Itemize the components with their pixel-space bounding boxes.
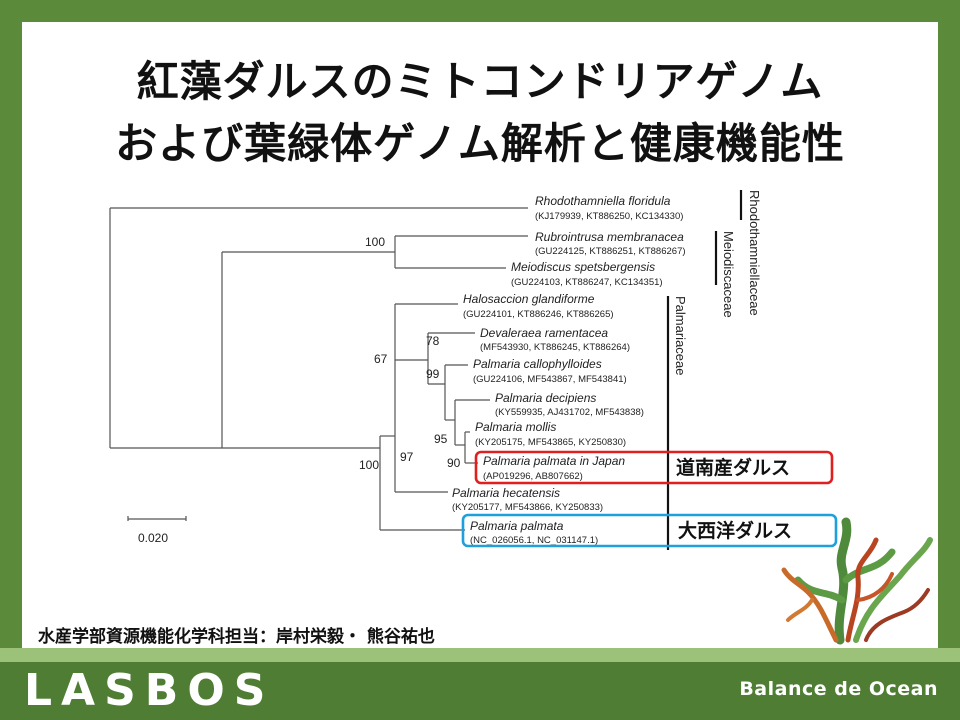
taxon-label: Palmaria palmata in Japan <box>483 454 625 468</box>
taxon-label: Palmaria hecatensis <box>452 486 560 500</box>
content-panel <box>22 22 938 648</box>
scale-bar <box>127 516 187 521</box>
bootstrap-value: 100 <box>359 458 379 472</box>
highlight-box-atlantic <box>461 513 838 548</box>
seaweed-illustration <box>781 517 933 645</box>
accession-label: (KY205177, MF543866, KY250833) <box>452 502 603 513</box>
title-line-1: 紅藻ダルスのミトコンドリアゲノム <box>136 57 824 106</box>
accession-label: (KY205175, MF543865, KY250830) <box>475 437 626 448</box>
bootstrap-value: 100 <box>365 235 385 249</box>
highlight-box-japan <box>474 450 834 485</box>
family-label-palmariaceae: Palmariaceae <box>673 296 688 376</box>
bootstrap-value: 99 <box>426 367 440 381</box>
taxon-label: Rhodothamniella floridula <box>535 194 671 208</box>
bootstrap-value: 78 <box>426 334 440 348</box>
taxon-label: Devaleraea ramentacea <box>480 326 608 340</box>
family-label-meiodiscaceae: Meiodiscaceae <box>721 231 736 318</box>
bootstrap-value: 97 <box>400 450 414 464</box>
taxon-label: Rubrointrusa membranacea <box>535 230 684 244</box>
accession-label: (AP019296, AB807662) <box>483 471 583 482</box>
scale-bar-label: 0.020 <box>138 531 168 545</box>
lasbos-logo: LASBOS <box>24 665 275 716</box>
accession-label: (GU224125, KT886251, KT886267) <box>535 246 686 257</box>
accession-label: (MF543930, KT886245, KT886264) <box>480 342 630 353</box>
bootstrap-value: 90 <box>447 456 461 470</box>
accession-label: (KJ179939, KT886250, KC134330) <box>535 211 683 222</box>
highlight-label-japan: 道南産ダルス <box>676 456 790 479</box>
taxon-label: Palmaria decipiens <box>495 391 596 405</box>
accession-label: (GU224103, KT886247, KC134351) <box>511 277 663 288</box>
taxon-label: Meiodiscus spetsbergensis <box>511 260 655 274</box>
taxon-label: Palmaria palmata <box>470 519 564 533</box>
bootstrap-value: 67 <box>374 352 388 366</box>
accession-label: (NC_026056.1, NC_031147.1) <box>470 535 598 546</box>
taxon-label: Palmaria mollis <box>475 420 556 434</box>
title-line-2: および葉緑体ゲノム解析と健康機能性 <box>115 119 845 168</box>
bootstrap-value: 95 <box>434 432 448 446</box>
taxon-label: Palmaria callophylloides <box>473 357 602 371</box>
accession-label: (GU224106, MF543867, MF543841) <box>473 374 627 385</box>
accession-label: (GU224101, KT886246, KT886265) <box>463 309 614 320</box>
family-label-rhodothamniellaceae: Rhodothamniellaceae <box>747 190 762 316</box>
tree-branches <box>109 207 528 531</box>
author-credit: 水産学部資源機能化学科担当：岸村栄毅・ 熊谷祐也 <box>38 627 435 647</box>
footer-slogan: Balance de Ocean <box>739 678 938 700</box>
highlight-label-atlantic: 大西洋ダルス <box>678 519 792 542</box>
accession-label: (KY559935, AJ431702, MF543838) <box>495 407 644 418</box>
footer-stripe <box>0 648 960 662</box>
taxon-label: Halosaccion glandiforme <box>463 292 595 306</box>
